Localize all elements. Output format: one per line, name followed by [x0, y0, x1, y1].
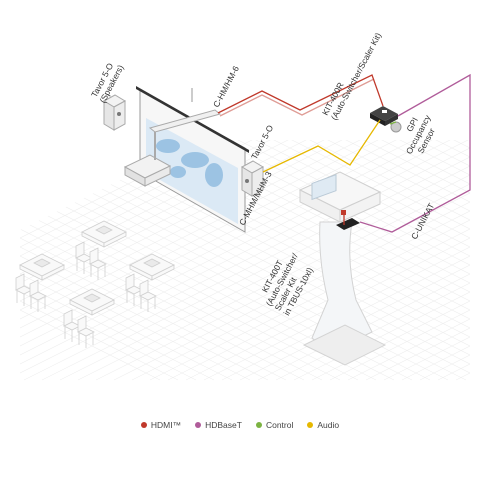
legend: HDMI™ HDBaseT Control Audio [0, 420, 480, 430]
legend-item-hdbaset: HDBaseT [195, 420, 242, 430]
classroom-furniture [15, 220, 175, 348]
audio-dot-icon [307, 422, 314, 428]
speaker-right [240, 160, 265, 197]
speaker-right-label: Tavor 5-O [249, 123, 276, 161]
cables [217, 73, 471, 233]
svg-text:KIT-400R (Auto-Switcher/: KIT-400R (Auto-Switcher/Scaler Kit) [320, 26, 383, 121]
legend-label-audio: Audio [317, 420, 340, 430]
legend-item-hdmi: HDMI™ [140, 420, 182, 430]
control-cable [389, 121, 397, 125]
cable-top-label: C-HM/HM-6 [211, 64, 241, 109]
receiver-label-line2: (Auto-Switcher/Scaler Kit) [329, 31, 384, 122]
legend-label-control: Control [265, 420, 294, 430]
legend-label-hdbaset: HDBaseT [205, 420, 242, 430]
kit-400r-receiver [370, 106, 398, 126]
hdbaset-cable [359, 73, 471, 233]
hdmi-cable-top [217, 74, 384, 114]
legend-item-audio: Audio [307, 420, 339, 430]
projector [123, 109, 222, 187]
audio-cable [262, 119, 381, 173]
legend-item-control: Control [255, 420, 294, 430]
hdmi-dot-icon [140, 422, 147, 428]
world-map-image [156, 139, 223, 187]
hdbaset-dot-icon [195, 422, 202, 428]
control-dot-icon [255, 422, 262, 428]
speaker-left [102, 94, 127, 131]
lectern-podium [298, 171, 387, 366]
floor-grid [20, 140, 470, 381]
hdmi-cable-top-2 [219, 78, 375, 117]
legend-label-hdmi: HDMI™ [150, 420, 182, 430]
svg-text:GPI Occupancy Sens: GPI Occupancy Sensor [395, 107, 443, 161]
